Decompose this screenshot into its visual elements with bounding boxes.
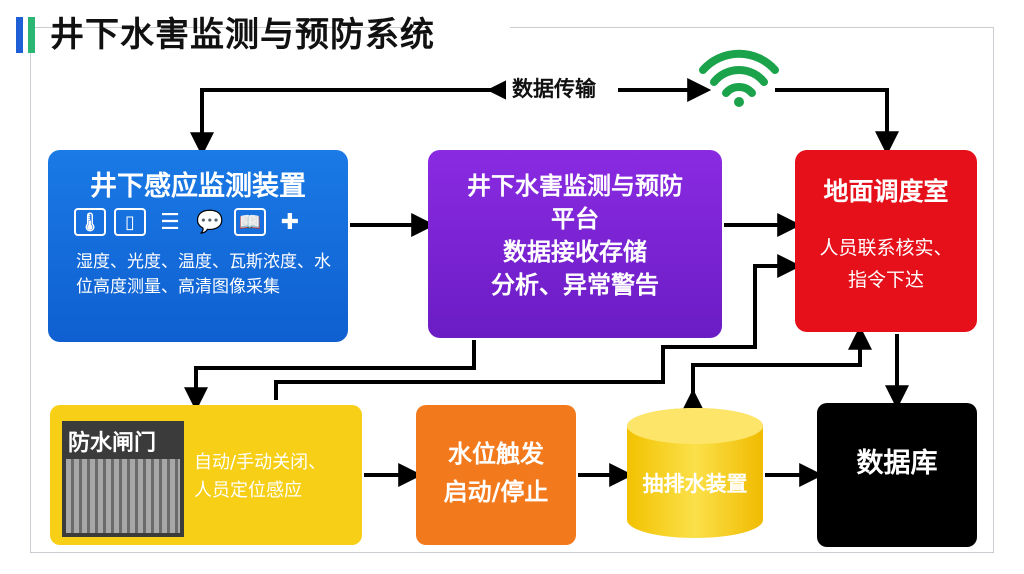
title-accent-bar-green xyxy=(28,17,35,53)
monitoring-device-description: 湿度、光度、温度、瓦斯浓度、水位高度测量、高清图像采集 xyxy=(76,252,331,297)
page-title: 井下水害监测与预防系统 xyxy=(50,15,435,55)
flood-gate-image: 防水闸门 xyxy=(62,421,184,537)
sensor-icons: 🌡 ▯ ☰ 💬 📖 ✚ xyxy=(74,208,306,236)
gate-bars-icon xyxy=(66,459,180,533)
trigger-line-2: 启动/停止 xyxy=(443,478,549,506)
arrow-pump-control xyxy=(681,325,872,413)
control-room-line-2: 指令下达 xyxy=(847,269,924,291)
thermometer-icon: 🌡 xyxy=(74,208,106,236)
control-room-box: 地面调度室 人员联系核实、 指令下达 xyxy=(795,150,977,332)
platform-line-4: 分析、异常警告 xyxy=(491,271,659,299)
monitoring-device-box: 井下感应监测装置 🌡 ▯ ☰ 💬 📖 ✚ 湿度、光度、温度、瓦斯浓度、水位高度测… xyxy=(48,150,348,342)
trigger-line-1: 水位触发 xyxy=(448,440,544,468)
data-transfer-label: 数据传输 xyxy=(506,73,602,103)
list-icon: ☰ xyxy=(160,209,180,235)
platform-box: 井下水害监测与预防 平台 数据接收存储 分析、异常警告 xyxy=(428,150,722,338)
platform-line-2: 平台 xyxy=(551,205,599,233)
platform-line-1: 井下水害监测与预防 xyxy=(467,172,683,200)
cross-icon: ✚ xyxy=(280,209,300,235)
arrow-platform-to-gate xyxy=(184,340,476,412)
book-icon: 📖 xyxy=(234,208,266,236)
pump-device-label: 抽排水装置 xyxy=(642,472,748,496)
wifi-icon xyxy=(699,49,779,107)
flood-gate-box: 防水闸门 自动/手动关闭、 人员定位感应 xyxy=(50,405,362,545)
speech-bubble-icon: 💬 xyxy=(196,209,224,235)
arrow-wifi-to-control xyxy=(775,88,899,156)
water-level-trigger-box: 水位触发 启动/停止 xyxy=(416,405,576,545)
database-box: 数据库 xyxy=(817,403,977,547)
flood-gate-line-2: 人员定位感应 xyxy=(194,480,302,501)
flood-gate-label: 防水闸门 xyxy=(68,431,157,456)
control-room-line-1: 人员联系核实、 xyxy=(819,237,953,259)
title-accent-bar-blue xyxy=(16,17,23,53)
arrow-gate-to-control xyxy=(274,254,802,400)
control-room-title: 地面调度室 xyxy=(823,177,949,206)
database-label: 数据库 xyxy=(856,448,938,479)
tablet-icon: ▯ xyxy=(114,208,146,236)
platform-line-3: 数据接收存储 xyxy=(503,238,647,266)
monitoring-device-title: 井下感应监测装置 xyxy=(90,171,306,202)
flood-gate-line-1: 自动/手动关闭、 xyxy=(194,452,327,473)
pump-device-cylinder: 抽排水装置 xyxy=(627,408,763,538)
arrow-transfer-left xyxy=(190,78,511,157)
